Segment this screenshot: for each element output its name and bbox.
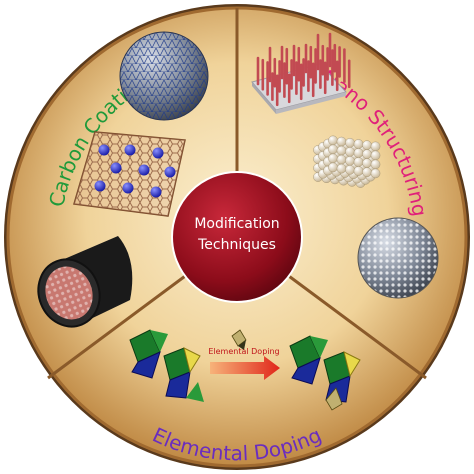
crystal-after: [289, 335, 361, 411]
center-title-line1: Modification: [194, 216, 279, 232]
porous-sphere-icon: [357, 217, 439, 299]
doping-arrow: Elemental Doping: [208, 347, 280, 380]
divider-left: [47, 266, 197, 380]
section-dividers: [47, 8, 427, 380]
divider-right: [277, 266, 427, 380]
dopant-icon: [231, 329, 247, 350]
sphere-stack-icon: [313, 135, 381, 188]
sphere-mesh-icon: [119, 31, 209, 121]
crystal-before: [129, 329, 204, 402]
graphene-sheet-icon: [73, 131, 186, 217]
nanorod-array-icon: [251, 32, 351, 114]
doping-arrow-label: Elemental Doping: [208, 347, 279, 356]
center-title-line2: Techniques: [197, 237, 276, 253]
doped-crystal-icon: Elemental Doping: [129, 329, 361, 411]
coated-cylinder-icon: [37, 236, 133, 328]
center-node: Modification Techniques: [171, 171, 303, 303]
